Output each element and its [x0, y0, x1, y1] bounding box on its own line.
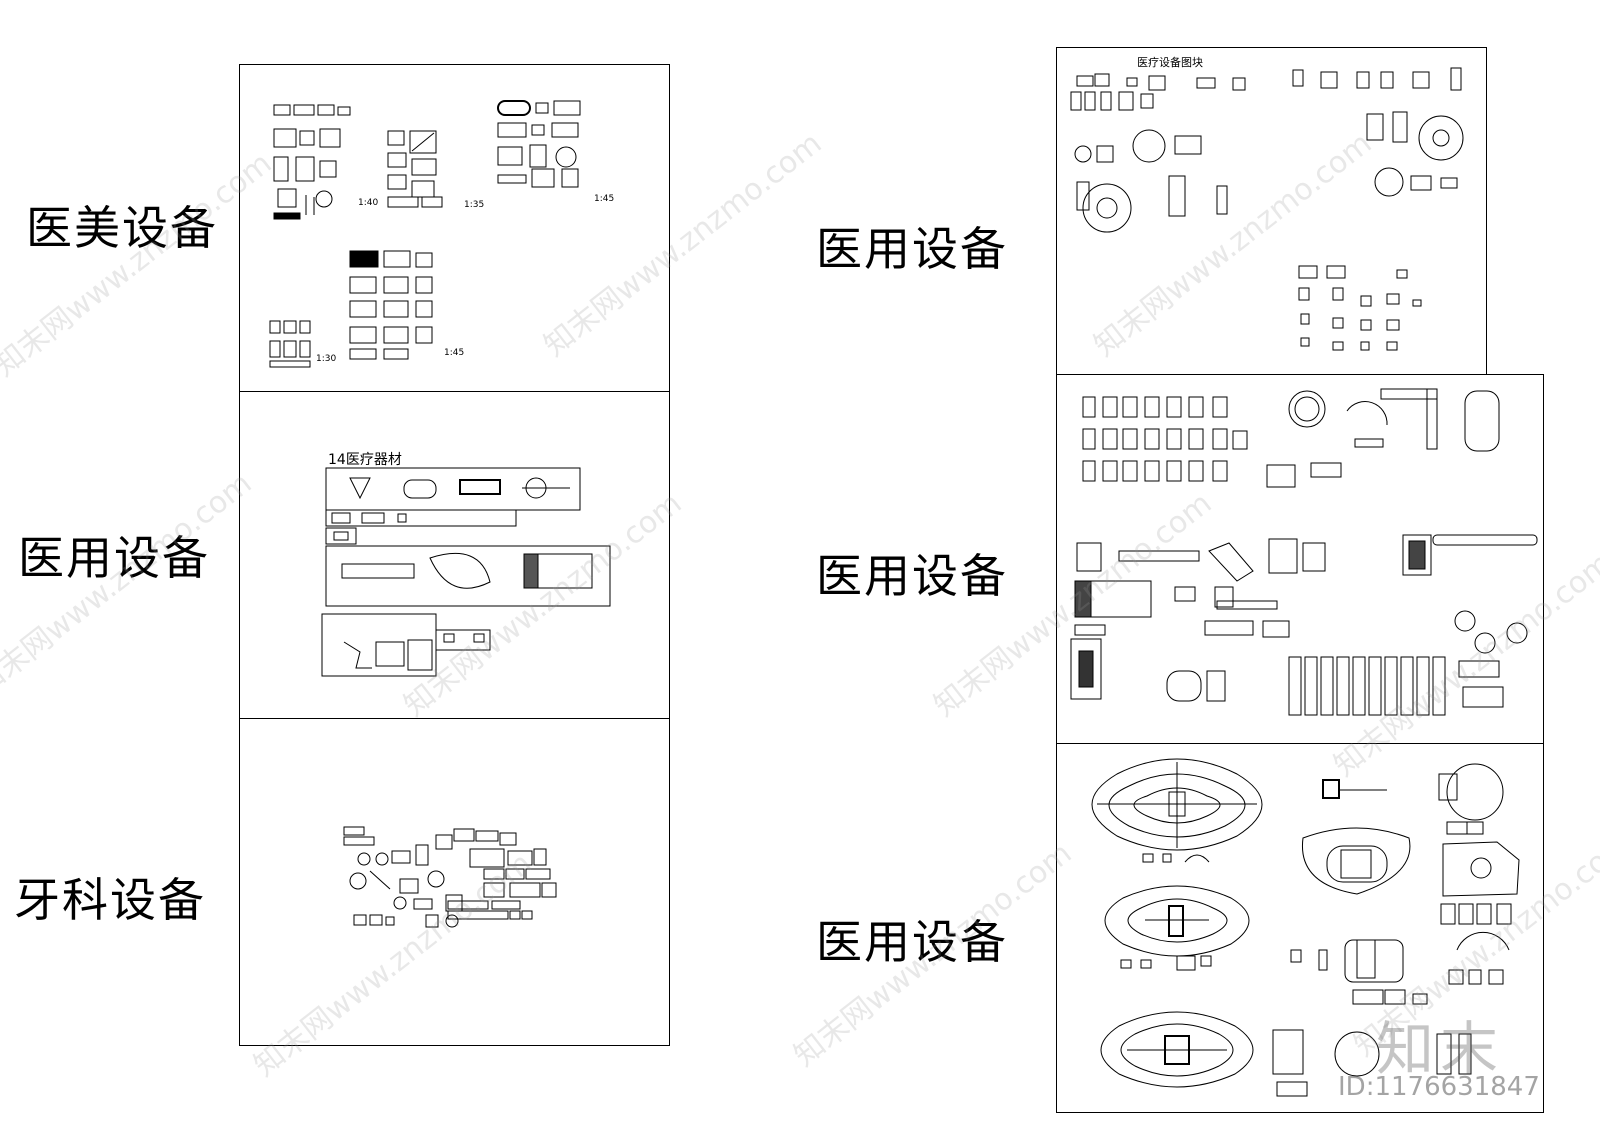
- panel-title-medical-blocks: 医疗设备图块: [1137, 55, 1203, 69]
- label-medical-equipment-left: 医用设备: [18, 531, 210, 585]
- label-medical-equipment-right-3: 医用设备: [816, 915, 1008, 969]
- scale-label-4: 1:45: [444, 348, 464, 358]
- drawing-medical-equipment-right-2: [1070, 388, 1538, 716]
- cad-bed-rows: [1288, 656, 1446, 716]
- label-medical-equipment-right-1: 医用设备: [816, 222, 1008, 276]
- label-dental-equipment: 牙科设备: [14, 873, 206, 927]
- scale-label-3: 1:45: [594, 194, 614, 204]
- cad-cluster-d: [349, 250, 433, 360]
- label-medical-equipment-right-2: 医用设备: [816, 549, 1008, 603]
- panel-medical-equipment-right-2: [1056, 374, 1544, 744]
- cad-cluster-b: [387, 130, 443, 208]
- cad-cluster-a: [273, 104, 351, 220]
- drawing-medical-equipment-right-3: [1091, 758, 1520, 1097]
- label-aesthetic-equipment: 医美设备: [26, 201, 218, 255]
- drawing-medical-equipment-left: 14医疗器材: [321, 452, 611, 677]
- cad-cluster-c: [497, 100, 581, 188]
- watermark-logo: 知末: [1376, 1015, 1505, 1083]
- scale-label-5: 1:30: [316, 354, 336, 364]
- panel-medical-equipment-right-1: 医疗设备图块: [1056, 47, 1487, 375]
- scale-label-1: 1:40: [358, 198, 378, 208]
- cad-cluster-e: [269, 320, 311, 368]
- scale-label-2: 1:35: [464, 200, 484, 210]
- panel-title-medical-devices: 14医疗器材: [328, 452, 402, 468]
- panel-medical-equipment-left: 14医疗器材: [239, 391, 670, 719]
- watermark-text-1: 知末网www.znzmo.com: [0, 145, 279, 384]
- drawing-aesthetic-equipment: 1:40 1:35 1:45 1:45 1:30: [269, 100, 614, 368]
- panel-aesthetic-equipment: 1:40 1:35 1:45 1:45 1:30: [239, 64, 670, 392]
- panel-medical-equipment-right-3: [1056, 743, 1544, 1113]
- drawing-dental-equipment: [343, 826, 557, 928]
- drawing-medical-equipment-right-1: 医疗设备图块: [1070, 55, 1464, 351]
- panel-dental-equipment: [239, 718, 670, 1046]
- watermark-id: ID:1176631847: [1338, 1072, 1540, 1102]
